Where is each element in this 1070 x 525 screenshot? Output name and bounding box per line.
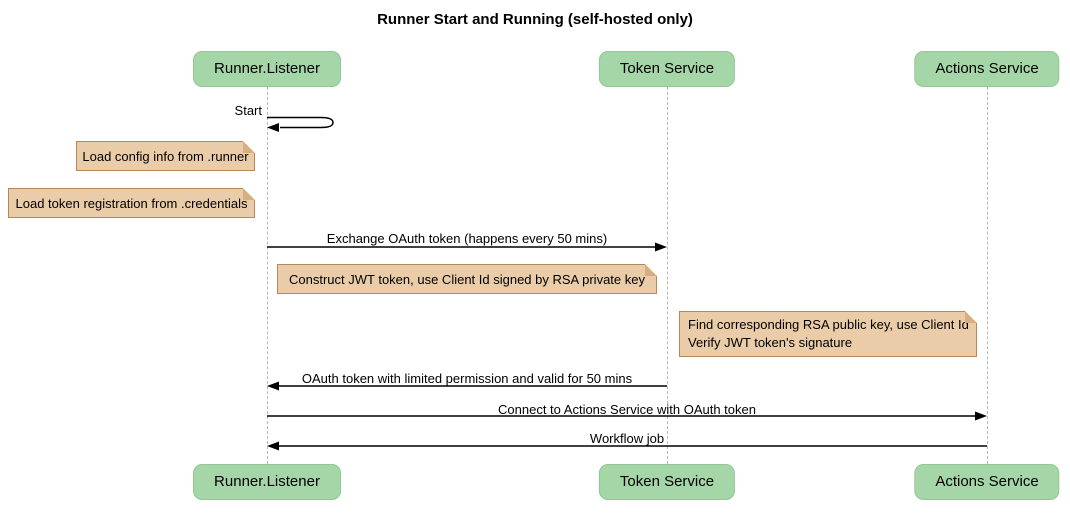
message-exchange-oauth-arrowhead [655,242,667,252]
lifeline-token-service [666,87,668,464]
note-verify-jwt: Find corresponding RSA public key, use C… [679,311,977,357]
self-message-start-arrowhead [267,123,279,132]
participant-token-service-bottom: Token Service [598,464,736,500]
participant-actions-service-top: Actions Service [914,51,1060,87]
message-label-start: Start [234,103,262,118]
note-load-config: Load config info from .runner [76,141,255,171]
self-message-start-line [267,116,334,129]
message-workflow-job-arrowhead [267,441,279,451]
message-label-workflow-job: Workflow job [589,431,665,446]
participant-actions-service-bottom: Actions Service [914,464,1060,500]
participant-token-service-top: Token Service [598,51,736,87]
participant-runner-listener-top: Runner.Listener [193,51,341,87]
message-label-connect-actions: Connect to Actions Service with OAuth to… [498,402,756,417]
message-label-exchange-oauth: Exchange OAuth token (happens every 50 m… [326,231,608,246]
diagram-title: Runner Start and Running (self-hosted on… [377,11,693,28]
lifeline-actions-service [986,87,988,464]
participant-runner-listener-bottom: Runner.Listener [193,464,341,500]
message-connect-actions-arrowhead [975,411,987,421]
message-oauth-token-arrowhead [267,381,279,391]
message-label-oauth-token: OAuth token with limited permission and … [301,371,633,386]
note-load-token-registration: Load token registration from .credential… [8,188,255,218]
note-construct-jwt: Construct JWT token, use Client Id signe… [277,264,657,294]
lifeline-runner-listener [266,87,268,464]
